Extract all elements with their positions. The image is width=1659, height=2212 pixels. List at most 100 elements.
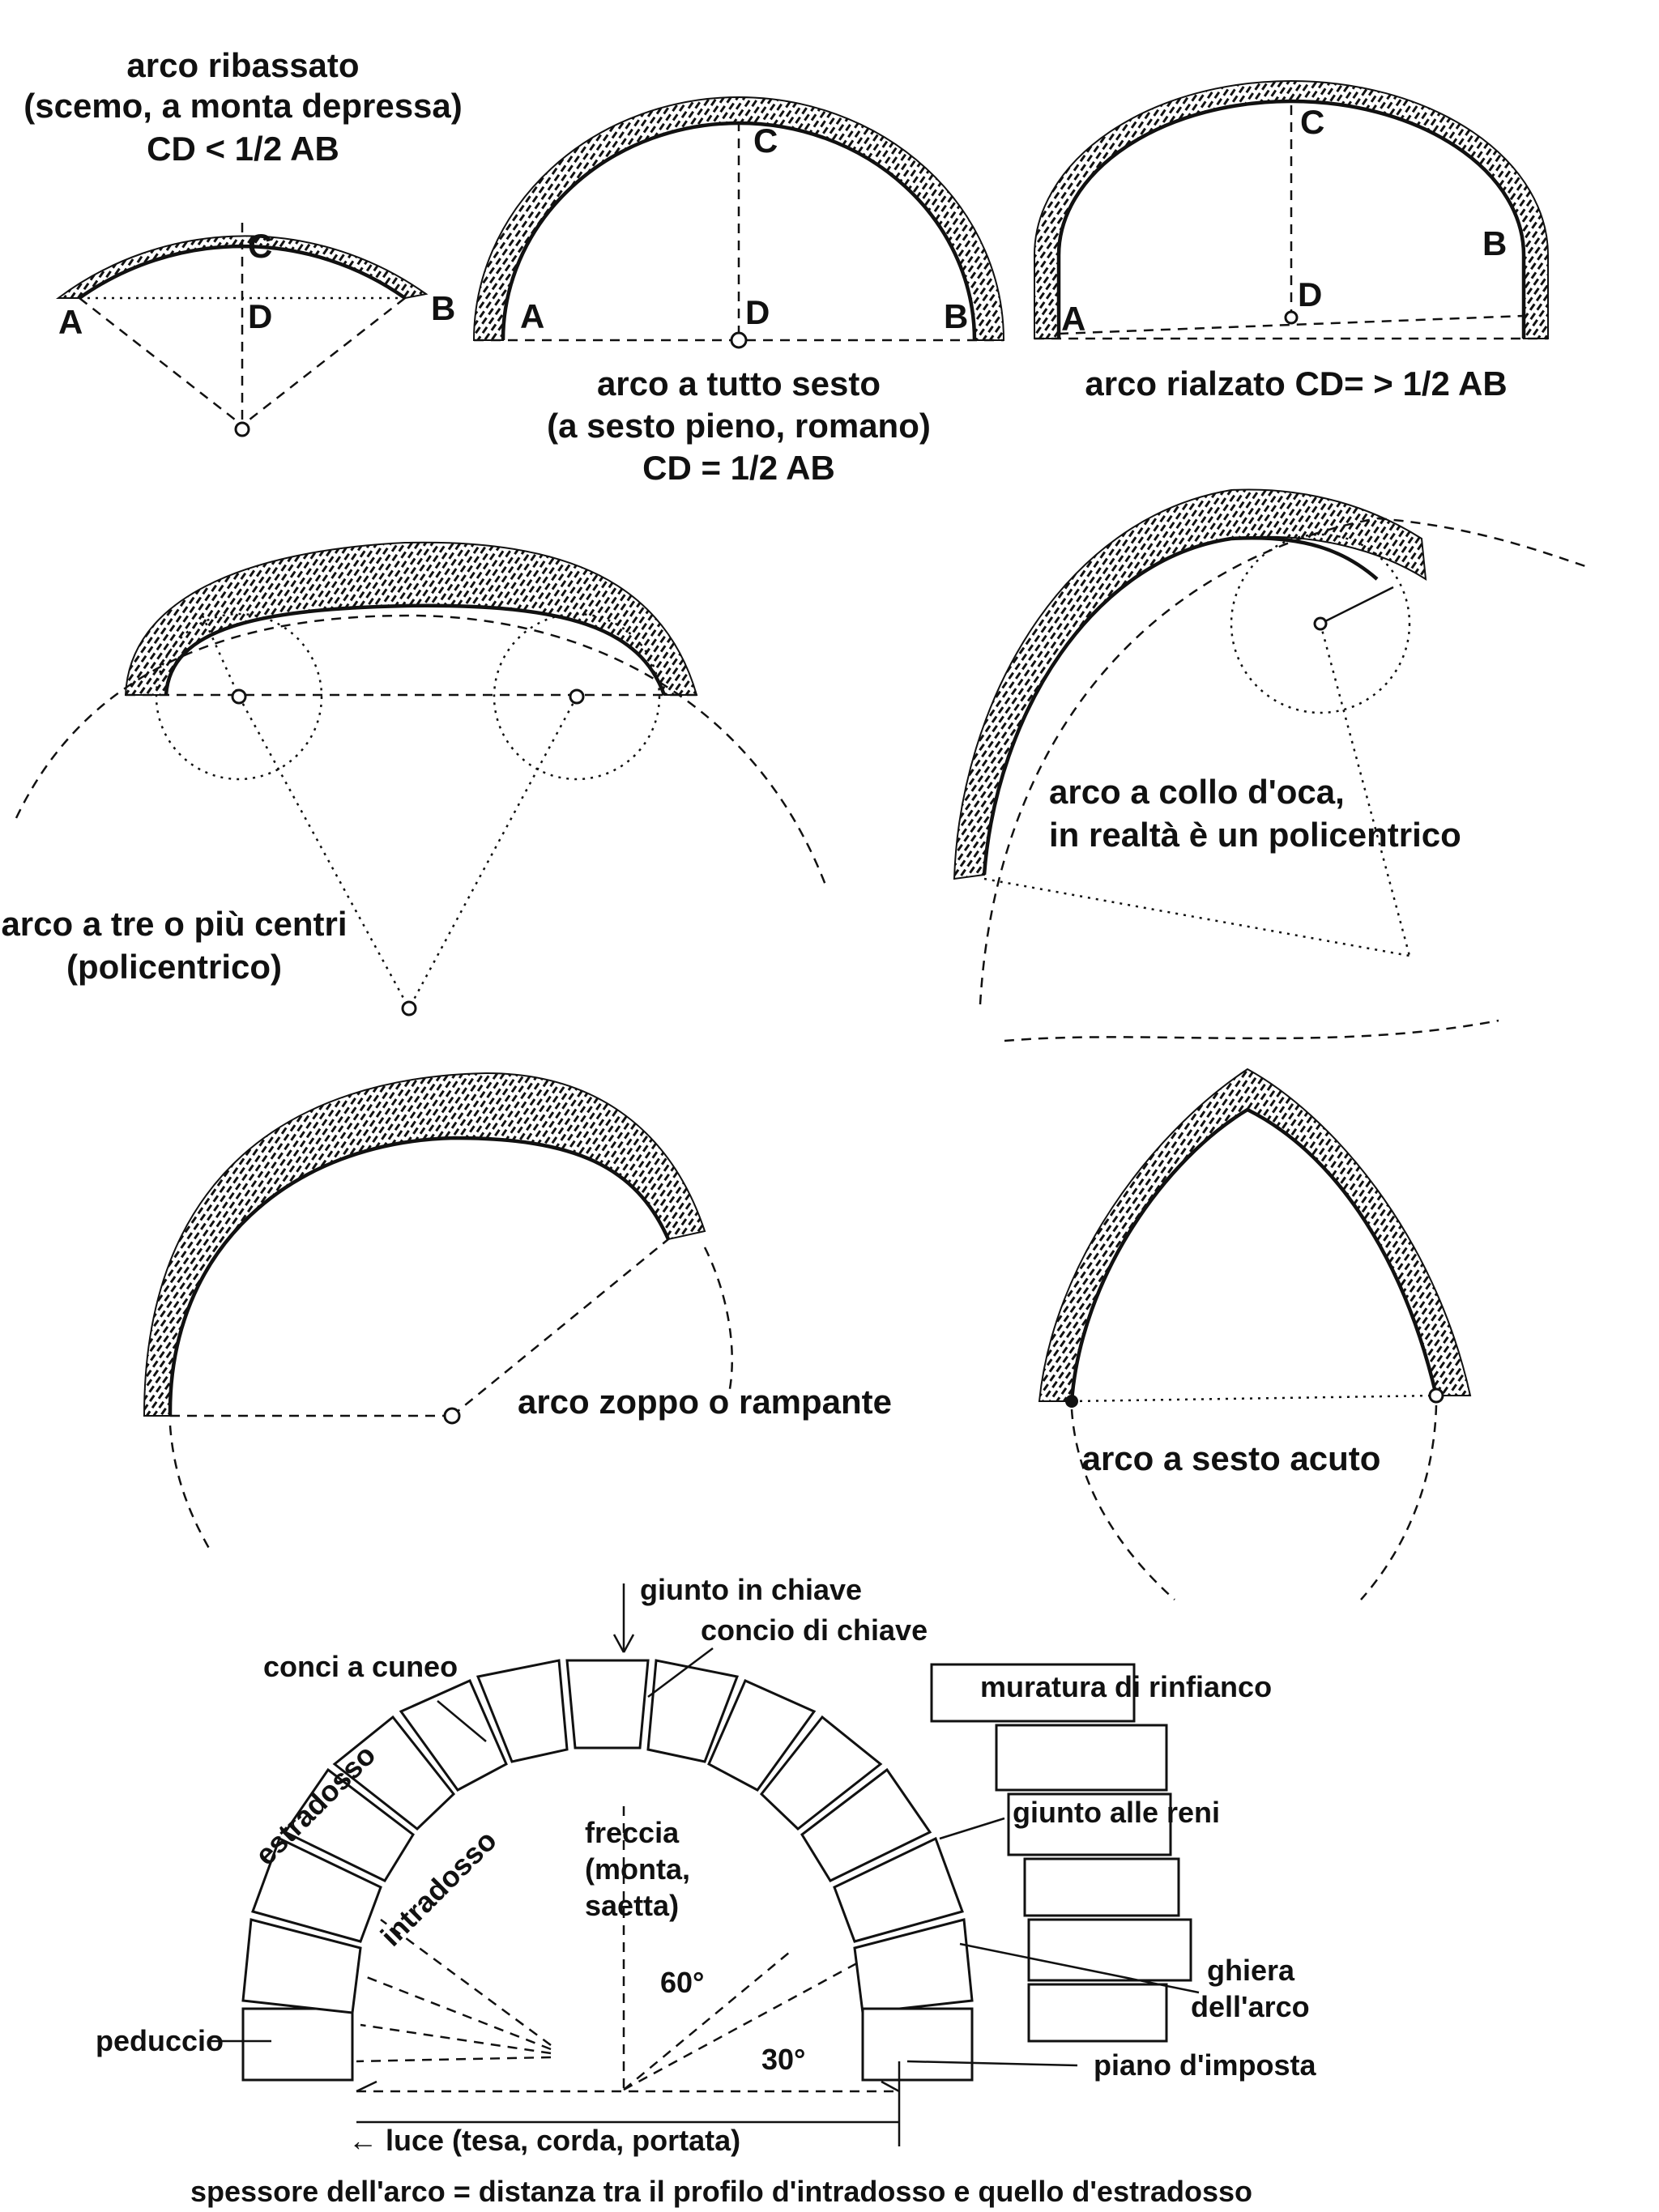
label-giunto-alle-reni: giunto alle reni [1013, 1796, 1220, 1829]
policentrico-right-center [569, 688, 585, 705]
ribassato-radius-left [79, 297, 243, 426]
rialzato-title: arco rialzato CD= > 1/2 AB [1085, 364, 1507, 403]
acuto-right-center [1428, 1387, 1444, 1404]
policentrico-extrados-band [124, 541, 698, 696]
policentrico-arch [15, 541, 828, 1016]
policentrico-title-2: (policentrico) [66, 948, 282, 986]
label-freccia-2: (monta, [585, 1852, 690, 1886]
piano-imposta-leader [906, 2060, 1078, 2067]
collo-oca-intrados [982, 536, 1379, 876]
tutto-sesto-point-d: D [745, 293, 770, 331]
zoppo-lower-circle [168, 1425, 212, 1552]
collo-oca-chord [983, 877, 1410, 957]
ribassato-center [234, 421, 250, 437]
label-peduccio: peduccio [96, 2024, 224, 2057]
tutto-sesto-point-b: B [944, 297, 968, 335]
ribassato-radius-right [241, 297, 406, 426]
tutto-sesto-title-2: (a sesto pieno, romano) [547, 407, 931, 445]
acuto-title: arco a sesto acuto [1082, 1439, 1381, 1477]
ray-60 [623, 1951, 791, 2091]
acuto-extrados-band [1038, 1068, 1472, 1402]
rialzato-point-b: B [1482, 224, 1507, 262]
acuto-springing-line [1071, 1394, 1437, 1403]
label-luce: ← luce (tesa, corda, portata) [348, 2124, 740, 2157]
policentrico-intrados [164, 603, 667, 696]
collo-oca-tangent [1320, 586, 1394, 625]
acuto-left-center [1065, 1395, 1078, 1408]
concio-di-chiave [565, 1659, 650, 1750]
label-conci-a-cuneo: conci a cuneo [263, 1650, 458, 1683]
policentrico-main-center [401, 1000, 417, 1016]
rialzato-point-a: A [1061, 300, 1085, 338]
rialzato-center [1284, 310, 1299, 325]
policentrico-left-center [231, 688, 247, 705]
policentrico-left-circle [155, 612, 323, 781]
zoppo-title: arco zoppo o rampante [518, 1383, 892, 1421]
ribassato-intrados [78, 244, 407, 300]
policentrico-radius-right [407, 696, 578, 1009]
label-giunto-in-chiave: giunto in chiave [640, 1573, 862, 1606]
luce-arrow-left [356, 2080, 377, 2093]
giunto-chiave-arrowhead-l [612, 1634, 625, 1653]
muratura-di-rinfianco [930, 1663, 1192, 2043]
giunto-chiave-arrowhead-r [622, 1634, 635, 1653]
collo-oca-large-circle [979, 517, 1589, 1005]
acuto-right-arc [1360, 1404, 1438, 1600]
label-muratura-di-rinfianco: muratura di rinfianco [980, 1670, 1272, 1703]
ghiera-leader [959, 1942, 1200, 1994]
tutto-sesto-title-1: arco a tutto sesto [597, 364, 881, 403]
tutto-sesto-center [730, 331, 748, 349]
label-ghiera-1: ghiera [1207, 1954, 1295, 1987]
zoppo-center [443, 1407, 461, 1425]
ray-left-1 [380, 1918, 552, 2047]
label-freccia-1: freccia [585, 1816, 680, 1849]
giunto-reni-leader [939, 1817, 1005, 1840]
zoppo-intrados [168, 1136, 671, 1417]
policentrico-radius-top [201, 615, 241, 697]
collo-oca-small-circle [1230, 533, 1411, 714]
ribassato-title-1: arco ribassato [126, 46, 359, 84]
acuto-left-arc [1070, 1409, 1175, 1600]
arch-anatomy [211, 1583, 1200, 2146]
tutto-sesto-arch [472, 96, 1005, 349]
label-piano-d-imposta: piano d'imposta [1094, 2048, 1317, 2082]
rialzato-intrados [1056, 99, 1526, 339]
zoppo-arch [143, 1072, 733, 1552]
ray-left-3 [360, 2023, 552, 2055]
collo-oca-radius [1319, 623, 1411, 957]
acuto-left-circle [1004, 1019, 1499, 1042]
concio-chiave-leader [647, 1647, 714, 1698]
ribassato-point-d: D [248, 297, 272, 335]
collo-oca-title-1: arco a collo d'oca, [1049, 773, 1345, 811]
ribassato-point-b: B [431, 289, 455, 327]
collo-oca-title-2: in realtà è un policentrico [1049, 816, 1461, 854]
label-concio-di-chiave: concio di chiave [701, 1613, 928, 1647]
zoppo-construction-circle [703, 1247, 733, 1394]
zoppo-extrados-band [143, 1072, 706, 1417]
rialzato-point-c: C [1300, 103, 1324, 141]
tutto-sesto-point-c: C [753, 121, 778, 160]
ray-30 [623, 1958, 864, 2091]
tutto-sesto-point-a: A [520, 297, 544, 335]
label-ghiera-2: dell'arco [1191, 1990, 1310, 2023]
ribassato-point-a: A [58, 303, 83, 341]
policentrico-right-circle [493, 612, 661, 781]
ribassato-arch [55, 223, 429, 437]
ray-left-2 [364, 1975, 552, 2051]
policentrico-title-1: arco a tre o più centri [1, 905, 347, 943]
tutto-sesto-extrados-band [472, 96, 1005, 341]
collo-oca-center [1313, 616, 1328, 631]
conci-cuneo-leader [437, 1700, 487, 1742]
rialzato-arch [1034, 80, 1549, 340]
label-angle-30: 30° [761, 2043, 805, 2076]
ray-left-4 [356, 2056, 552, 2063]
label-spessore: spessore dell'arco = distanza tra il pro… [190, 2175, 1252, 2208]
zoppo-radius [451, 1238, 669, 1417]
rialzato-center-line [1058, 314, 1525, 335]
tutto-sesto-title-3: CD = 1/2 AB [642, 449, 835, 487]
acuto-arch [1004, 1019, 1499, 1600]
label-freccia-3: saetta) [585, 1889, 679, 1922]
label-angle-60: 60° [660, 1966, 704, 1999]
acuto-intrados [1069, 1107, 1439, 1402]
